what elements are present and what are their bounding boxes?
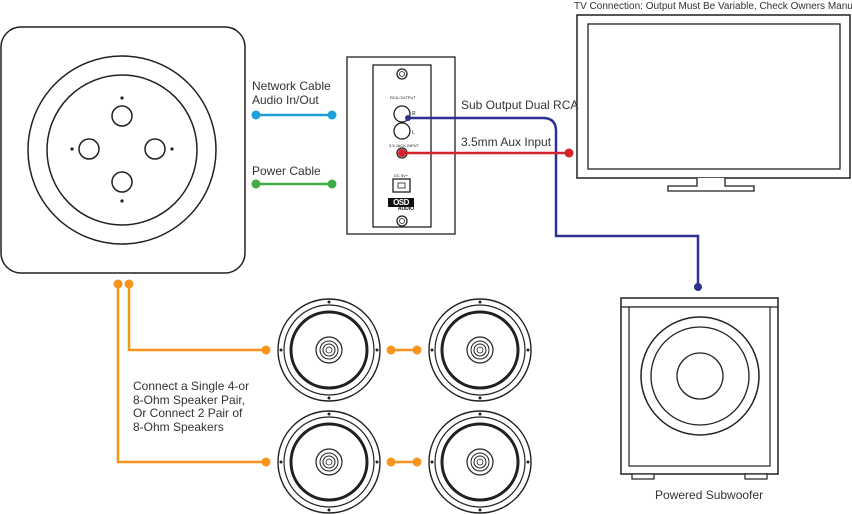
logo-bottom-text: AUDIO bbox=[397, 206, 414, 212]
subwoofer-icon bbox=[620, 297, 779, 480]
audio-in-out-label: Audio In/Out bbox=[252, 93, 319, 107]
echo-dot-top bbox=[120, 96, 124, 100]
power-cable-label: Power Cable bbox=[252, 164, 321, 178]
tv-stand bbox=[667, 178, 755, 192]
aux-input-label: 3.5mm Aux Input bbox=[461, 135, 552, 149]
power-cable bbox=[251, 179, 337, 189]
rca-jack-left-icon[interactable] bbox=[393, 122, 411, 140]
ceiling-speaker-icon bbox=[277, 298, 381, 402]
echo-button-top bbox=[111, 105, 133, 127]
echo-inner-ring bbox=[46, 74, 198, 226]
ceiling-speaker-icon bbox=[428, 410, 532, 514]
logo-top-text: OSD bbox=[388, 198, 414, 207]
connect-note-line4: 8-Ohm Speakers bbox=[133, 420, 224, 434]
ceiling-speakers bbox=[277, 298, 532, 514]
tv-connection-label: TV Connection: Output Must Be Variable, … bbox=[574, 1, 852, 12]
subwoofer-foot-right bbox=[744, 473, 768, 480]
connect-note-line1: Connect a Single 4-or bbox=[133, 379, 250, 393]
powered-subwoofer-label: Powered Subwoofer bbox=[655, 488, 764, 502]
echo-dot-icon bbox=[0, 26, 246, 274]
connect-note-line2: 8-Ohm Speaker Pair, bbox=[133, 393, 246, 407]
tv-screen bbox=[587, 23, 841, 170]
echo-button-left bbox=[78, 138, 100, 160]
echo-dot-right bbox=[170, 147, 174, 151]
ceiling-speaker-icon bbox=[277, 410, 381, 514]
subwoofer-foot-left bbox=[631, 473, 655, 480]
network-cable bbox=[251, 110, 337, 120]
aux-input-cable bbox=[398, 148, 574, 158]
sub-output-cable bbox=[405, 115, 702, 291]
echo-dot-left bbox=[70, 147, 74, 151]
sub-output-label: Sub Output Dual RCA bbox=[461, 98, 579, 112]
echo-dot-bottom bbox=[120, 199, 124, 203]
connect-note-line3: Or Connect 2 Pair of bbox=[133, 406, 243, 420]
rca-l-label: L bbox=[412, 130, 415, 136]
echo-button-bottom bbox=[111, 171, 133, 193]
osd-audio-logo: OSD AUDIO bbox=[388, 198, 414, 212]
rca-output-label: RCA OUTPUT bbox=[390, 95, 416, 100]
network-cable-label: Network Cable bbox=[252, 79, 331, 93]
tv-icon bbox=[576, 14, 851, 192]
ceiling-speaker-icon bbox=[428, 298, 532, 402]
echo-button-right bbox=[144, 138, 166, 160]
dc-label: DC 5V+ bbox=[394, 173, 409, 178]
rca-r-label: R bbox=[412, 111, 416, 117]
jack-input-label: 3.5 JACK INPUT bbox=[389, 143, 420, 148]
